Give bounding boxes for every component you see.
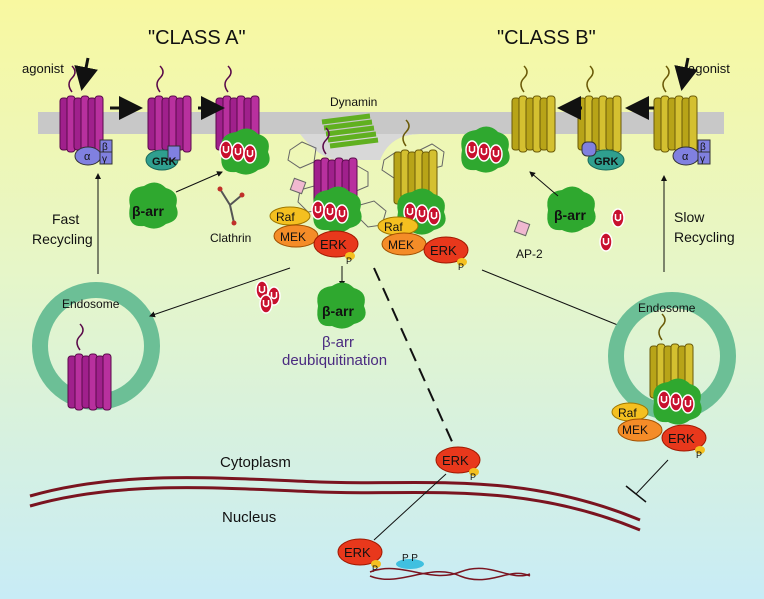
grk-label-left: GRK [152, 156, 177, 168]
beta-label-left: β [102, 142, 108, 153]
gamma-label-right: γ [700, 154, 705, 165]
nucleus-label: Nucleus [222, 509, 276, 526]
barr-free-right: β-arr [547, 186, 596, 233]
dynamin-spiral [321, 113, 379, 149]
mek-label-right: MEK [622, 423, 648, 437]
barr-label-left: β-arr [132, 203, 164, 219]
barr-label-right: β-arr [554, 207, 586, 223]
raf-label-mid: Raf [384, 220, 403, 234]
fast-label-2: Recycling [32, 231, 93, 247]
p-bubble-right [695, 446, 705, 454]
beta-label-right: β [700, 142, 706, 153]
endosome-label-left: Endosome [62, 297, 120, 311]
cytoplasm-label: Cytoplasm [220, 454, 291, 471]
transcription-factor [396, 559, 424, 569]
mek-label-left: MEK [280, 230, 306, 244]
erk-label-translocating: ERK [442, 453, 469, 468]
agonist-label-left: agonist [22, 61, 64, 76]
erk-left [313, 230, 359, 258]
alpha-label-left: α [84, 151, 91, 163]
barr-free-left: β-arr [129, 182, 178, 229]
nuclear-envelope-outer [29, 476, 641, 522]
g-protein-left: α β γ [74, 139, 113, 166]
dynamin-label: Dynamin [330, 95, 377, 109]
p-bubble-translocating [469, 468, 479, 476]
erk-label-mid: ERK [430, 243, 457, 258]
p-label-nuclear: P [372, 564, 378, 574]
p-bubble-mid [457, 258, 467, 266]
agonist-arrow-left [74, 57, 98, 91]
erk-dashed-path [373, 267, 455, 447]
nuclear-envelope-inner [29, 486, 641, 532]
agonist-label-right: agonist [688, 61, 730, 76]
raf-label-left: Raf [276, 210, 295, 224]
fast-label-1: Fast [52, 211, 79, 227]
ap2-label: AP-2 [516, 247, 543, 261]
raf-label-right: Raf [618, 406, 637, 420]
clathrin-label: Clathrin [210, 231, 251, 245]
alpha-label-right: α [682, 151, 689, 163]
ap2-1 [289, 177, 307, 195]
barr-recruit-arrow [175, 171, 223, 193]
mek-label-mid: MEK [388, 238, 414, 252]
grk-right: GRK [581, 141, 625, 171]
inhibition-bar [625, 485, 647, 503]
clathrin-triskelion [217, 186, 245, 226]
barr-deubiquitinated: β-arr [317, 282, 366, 329]
p-bubble-nuclear [371, 560, 381, 568]
free-ub-2 [599, 232, 613, 252]
erk-label-nuclear: ERK [344, 545, 371, 560]
mek-right [617, 418, 663, 442]
erk-label-right: ERK [668, 431, 695, 446]
class-b-header: "CLASS B" [497, 27, 596, 49]
erk-translocating [435, 446, 481, 474]
dna-strand-2 [369, 571, 531, 581]
free-ub-1 [611, 208, 625, 228]
to-endosome-left-arrow [149, 267, 291, 318]
ub-released-3 [259, 294, 273, 314]
p-label-translocating: P [470, 472, 476, 482]
deubiq-label-2: deubiquitination [282, 352, 387, 369]
p-label-mid: P [458, 262, 464, 272]
g-protein-right: α β γ [672, 139, 711, 166]
endosome-label-right: Endosome [638, 301, 696, 315]
gamma-label-left: γ [102, 154, 107, 165]
to-endosome-right-arrow [481, 269, 631, 331]
p-bubble-left [345, 252, 355, 260]
erk-right [661, 424, 707, 452]
barr-recruit-arrow-right [529, 171, 559, 197]
ap2-right [513, 219, 531, 237]
p-label-left: P [346, 256, 352, 266]
pp-label: P P [402, 553, 418, 564]
erk-nuclear-link [373, 473, 447, 541]
class-a-header: "CLASS A" [148, 27, 246, 49]
erk-mid [423, 236, 469, 264]
barr-label-deubiq: β-arr [322, 303, 354, 319]
slow-label-2: Recycling [674, 229, 735, 245]
grk-left: GRK [145, 145, 181, 171]
agonist-arrow-right [674, 57, 698, 91]
erk-label-left: ERK [320, 237, 347, 252]
slow-label-1: Slow [674, 209, 705, 225]
grk-label-right: GRK [594, 156, 619, 168]
deubiq-label-1: β-arr [322, 334, 354, 351]
inhibition-line [635, 459, 669, 495]
erk-nuclear [337, 538, 383, 566]
p-label-right: P [696, 450, 702, 460]
